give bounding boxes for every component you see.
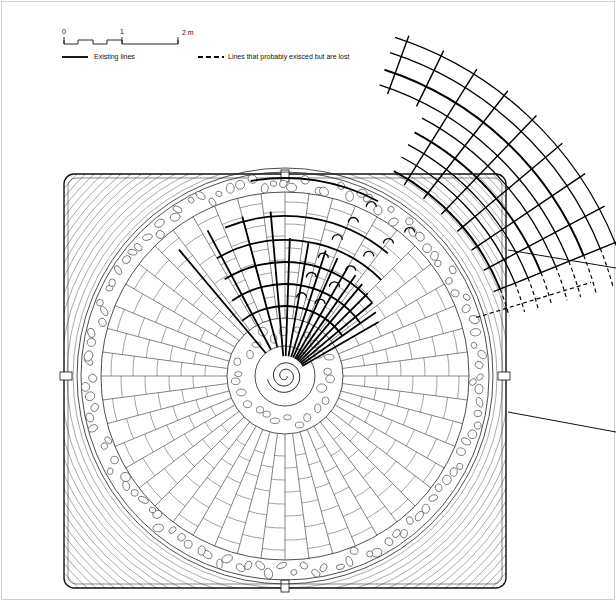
edge-marker	[60, 372, 72, 380]
square-inner-outline	[68, 178, 502, 584]
hatch-rings	[64, 174, 506, 588]
leader-line	[508, 250, 616, 268]
legend-text: Lines that probably exisced but are lost	[228, 53, 349, 60]
ring-line	[77, 168, 493, 584]
scale-label: 0	[62, 28, 66, 35]
square-outline	[64, 174, 506, 588]
legend-text: Existing lines	[94, 53, 135, 60]
leader-line	[508, 412, 616, 432]
scale-label: 1	[120, 28, 124, 35]
ring-line	[101, 192, 469, 560]
legend-samples	[62, 57, 224, 58]
rubble-ring	[81, 173, 488, 580]
scale-label: 2 m	[182, 29, 194, 36]
survey-overlay	[179, 178, 415, 366]
ring-line	[81, 172, 489, 580]
edge-marker	[281, 580, 289, 592]
vault-plan	[0, 36, 616, 601]
outer-grid	[380, 36, 616, 318]
vault-ribs	[101, 192, 469, 560]
scale-bar	[64, 37, 178, 44]
edge-marker	[498, 372, 510, 380]
legend-line-sample	[198, 56, 224, 58]
legend-line-sample	[62, 56, 88, 58]
